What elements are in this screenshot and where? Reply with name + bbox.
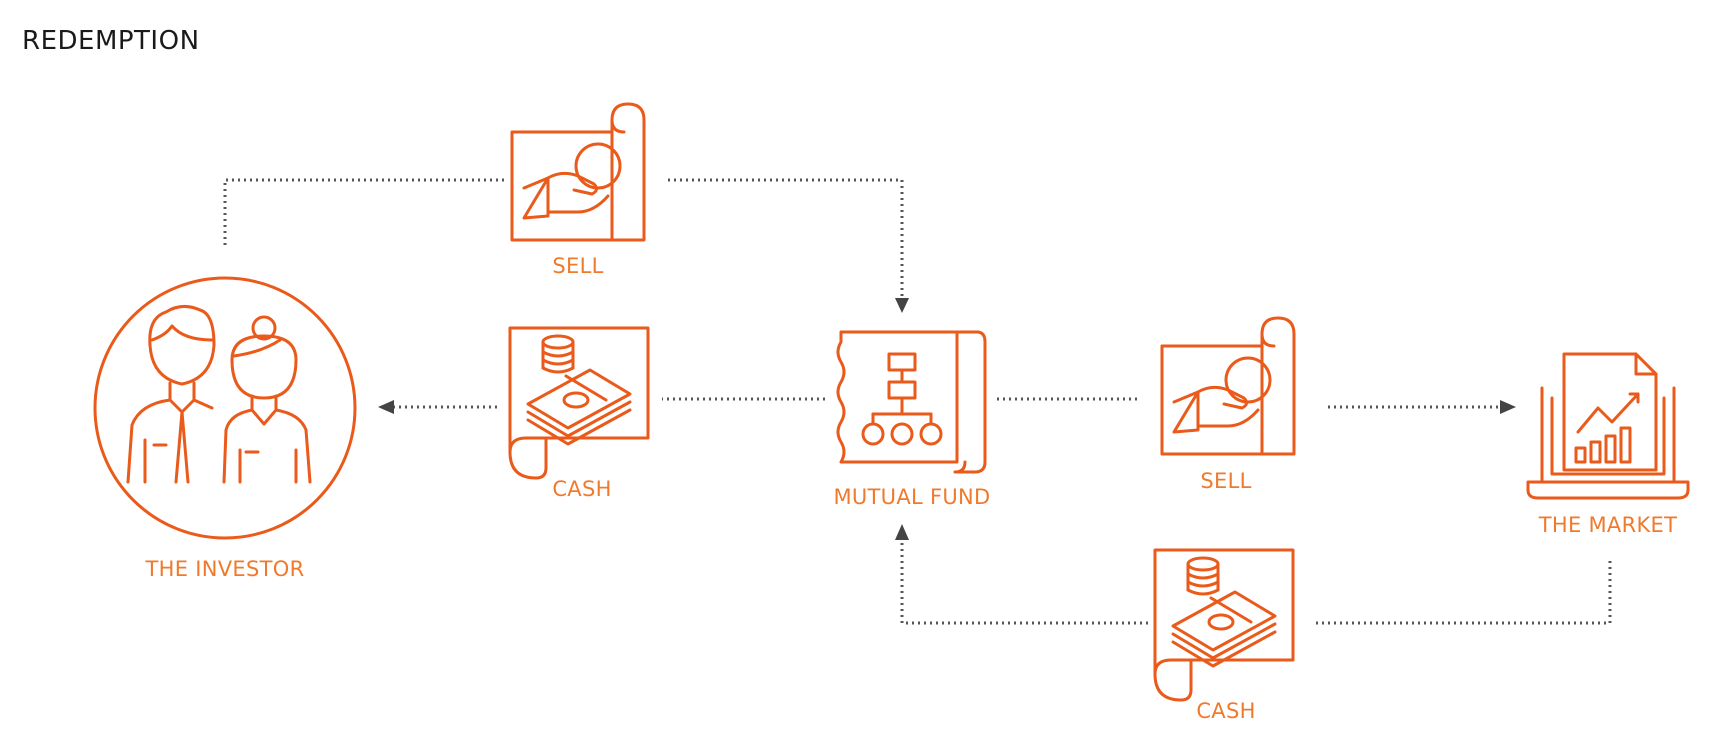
fund-org-chart-icon <box>836 330 987 474</box>
cash-left-icon <box>508 326 650 480</box>
connector-market-to-cash <box>1312 561 1612 625</box>
arrow-into-investor <box>378 400 394 414</box>
market-label: THE MARKET <box>1538 513 1678 537</box>
connector-sell-to-fund <box>668 178 904 298</box>
arrow-into-fund-bottom <box>895 524 909 540</box>
investor-label: THE INVESTOR <box>145 557 305 581</box>
sell-right-icon <box>1160 316 1296 456</box>
cash-bottom-label: CASH <box>1196 699 1255 723</box>
sell-top-label: SELL <box>552 254 603 278</box>
market-chart-icon <box>1526 352 1690 500</box>
connectors <box>223 178 1612 625</box>
arrow-into-fund-top <box>895 298 909 313</box>
connector-investor-to-sell <box>223 178 505 245</box>
arrow-into-market <box>1500 400 1516 414</box>
investors-icon <box>93 276 357 540</box>
sell-top-icon <box>510 102 646 242</box>
sell-right-label: SELL <box>1200 469 1251 493</box>
mutual-fund-label: MUTUAL FUND <box>833 485 990 509</box>
cash-bottom-icon <box>1153 548 1295 702</box>
diagram-title: REDEMPTION <box>22 26 200 56</box>
connector-cash-to-fund <box>900 540 1148 625</box>
cash-left-label: CASH <box>552 477 611 501</box>
